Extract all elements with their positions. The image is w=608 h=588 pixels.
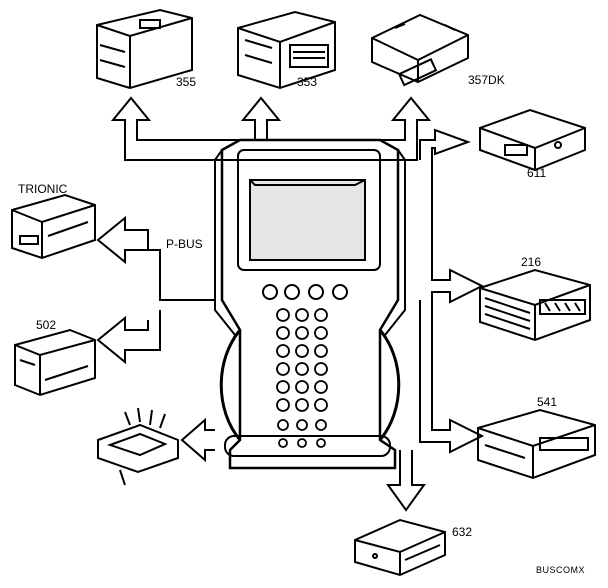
label-357dk: 357DK <box>468 73 505 87</box>
label-216: 216 <box>521 255 542 269</box>
label-trionic: TRIONIC <box>18 182 68 196</box>
label-541: 541 <box>537 395 558 409</box>
module-trionic-icon <box>11 193 96 260</box>
figure-code: BUSCOMX <box>536 565 586 575</box>
label-632: 632 <box>452 525 473 539</box>
label-611: 611 <box>527 166 547 180</box>
scan-tool-icon <box>214 138 406 470</box>
module-216-icon <box>479 268 591 342</box>
module-357dk-icon <box>371 13 469 87</box>
top-bus-arrows <box>110 96 432 161</box>
label-pbus: P-BUS <box>166 237 203 251</box>
module-632-icon <box>354 518 446 577</box>
module-502-icon <box>14 328 96 397</box>
module-611-icon <box>479 108 586 172</box>
label-355: 355 <box>176 75 197 89</box>
bottom-arrow <box>386 450 426 512</box>
module-353-icon <box>237 10 336 90</box>
label-353: 353 <box>297 75 318 89</box>
left-bus-arrows <box>96 215 215 365</box>
diagnostic-connector-icon <box>97 407 179 486</box>
right-bus-arrows <box>419 128 485 454</box>
module-541-icon <box>477 408 596 480</box>
connector-arrow <box>180 417 215 463</box>
label-502: 502 <box>36 318 57 332</box>
module-355-icon <box>96 8 193 90</box>
